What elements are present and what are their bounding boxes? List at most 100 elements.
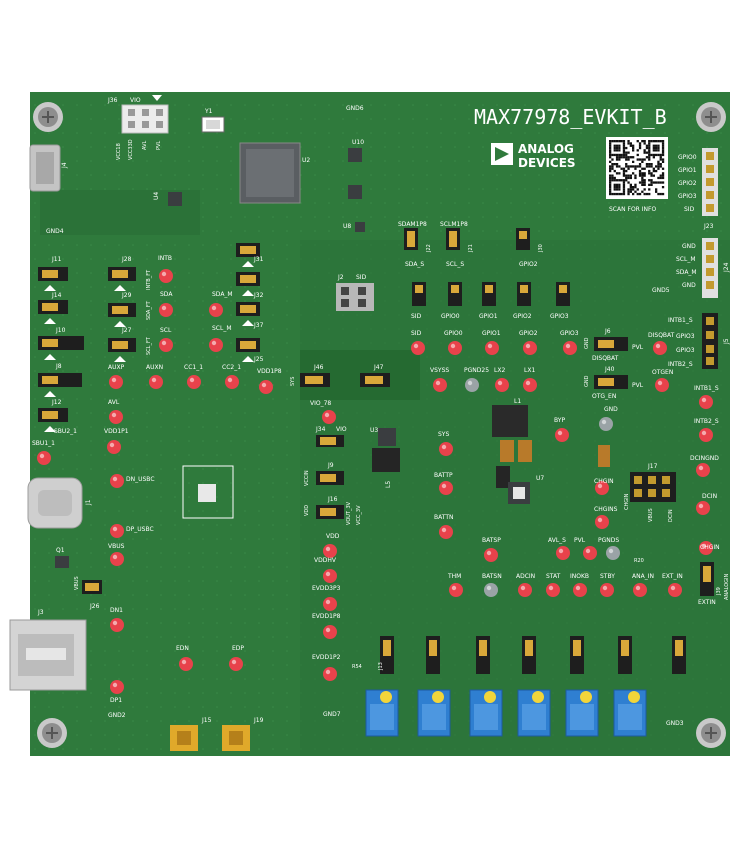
test-point[interactable] — [696, 463, 710, 477]
label-j21: J21 — [468, 244, 474, 253]
test-point[interactable] — [599, 417, 613, 431]
test-point[interactable] — [37, 451, 51, 465]
test-point[interactable] — [107, 440, 121, 454]
test-point[interactable] — [439, 442, 453, 456]
jumper[interactable] — [517, 282, 531, 306]
jumper[interactable] — [476, 636, 490, 674]
label-gnd5: GND5 — [652, 287, 670, 294]
test-point[interactable] — [600, 583, 614, 597]
test-point[interactable] — [696, 501, 710, 515]
label-intb1-s: INTB1_S — [668, 317, 693, 324]
jumper[interactable] — [236, 243, 260, 267]
label-j40: J40 — [604, 366, 615, 373]
jumper[interactable] — [38, 267, 68, 291]
test-point[interactable] — [653, 341, 667, 355]
test-point[interactable] — [323, 597, 337, 611]
test-point[interactable] — [555, 428, 569, 442]
jumper[interactable] — [236, 272, 260, 296]
test-point[interactable] — [259, 380, 273, 394]
test-point[interactable] — [556, 546, 570, 560]
jumper[interactable] — [556, 282, 570, 306]
test-point[interactable] — [699, 428, 713, 442]
header-j24 — [702, 238, 718, 298]
potentiometer[interactable] — [469, 689, 503, 737]
test-point[interactable] — [209, 303, 223, 317]
jumper[interactable] — [482, 282, 496, 306]
test-point[interactable] — [229, 657, 243, 671]
jumper[interactable] — [618, 636, 632, 674]
test-point[interactable] — [606, 546, 620, 560]
test-point[interactable] — [655, 378, 669, 392]
potentiometer[interactable] — [365, 689, 399, 737]
jumper[interactable] — [38, 373, 82, 397]
potentiometer[interactable] — [417, 689, 451, 737]
jumper[interactable] — [108, 303, 136, 327]
test-point[interactable] — [411, 341, 425, 355]
test-point[interactable] — [187, 375, 201, 389]
test-point[interactable] — [546, 583, 560, 597]
test-point[interactable] — [583, 546, 597, 560]
test-point[interactable] — [110, 618, 124, 632]
test-point[interactable] — [523, 378, 537, 392]
test-point[interactable] — [595, 481, 609, 495]
label-dn-usbc: DN_USBC — [126, 476, 155, 483]
jumper[interactable] — [38, 408, 68, 432]
test-point[interactable] — [110, 474, 124, 488]
test-point[interactable] — [159, 303, 173, 317]
jumper[interactable] — [108, 267, 136, 291]
jumper[interactable] — [426, 636, 440, 674]
test-point[interactable] — [484, 583, 498, 597]
test-point[interactable] — [159, 269, 173, 283]
test-point[interactable] — [439, 525, 453, 539]
jumper[interactable] — [236, 302, 260, 326]
jumper[interactable] — [412, 282, 426, 306]
jumper[interactable] — [672, 636, 686, 674]
potentiometer[interactable] — [613, 689, 647, 737]
jumper[interactable] — [380, 636, 394, 674]
test-point[interactable] — [699, 541, 713, 555]
jumper[interactable] — [448, 282, 462, 306]
jumper[interactable] — [38, 336, 84, 360]
test-point[interactable] — [209, 338, 223, 352]
test-point[interactable] — [449, 583, 463, 597]
test-point[interactable] — [699, 395, 713, 409]
test-point[interactable] — [595, 515, 609, 529]
jumper[interactable] — [236, 338, 260, 362]
test-point[interactable] — [485, 341, 499, 355]
label-otg-en: OTG_EN — [592, 393, 616, 400]
test-point[interactable] — [465, 378, 479, 392]
test-point[interactable] — [149, 375, 163, 389]
potentiometer[interactable] — [565, 689, 599, 737]
test-point[interactable] — [322, 410, 336, 424]
test-point[interactable] — [225, 375, 239, 389]
test-point[interactable] — [484, 548, 498, 562]
test-point[interactable] — [110, 552, 124, 566]
test-point[interactable] — [518, 583, 532, 597]
test-point[interactable] — [323, 544, 337, 558]
test-point[interactable] — [563, 341, 577, 355]
test-point[interactable] — [433, 378, 447, 392]
test-point[interactable] — [109, 375, 123, 389]
jumper[interactable] — [108, 338, 136, 362]
header-j2 — [336, 283, 374, 311]
jumper[interactable] — [522, 636, 536, 674]
test-point[interactable] — [495, 378, 509, 392]
test-point[interactable] — [323, 569, 337, 583]
jumper[interactable] — [570, 636, 584, 674]
test-point[interactable] — [323, 625, 337, 639]
test-point[interactable] — [633, 583, 647, 597]
potentiometer[interactable] — [517, 689, 551, 737]
test-point[interactable] — [110, 524, 124, 538]
test-point[interactable] — [573, 583, 587, 597]
test-point[interactable] — [668, 583, 682, 597]
test-point[interactable] — [110, 680, 124, 694]
test-point[interactable] — [439, 481, 453, 495]
test-point[interactable] — [179, 657, 193, 671]
test-point[interactable] — [323, 667, 337, 681]
test-point[interactable] — [448, 341, 462, 355]
mounting-hole — [696, 102, 726, 132]
jumper[interactable] — [38, 300, 68, 324]
test-point[interactable] — [109, 410, 123, 424]
test-point[interactable] — [159, 338, 173, 352]
test-point[interactable] — [523, 341, 537, 355]
